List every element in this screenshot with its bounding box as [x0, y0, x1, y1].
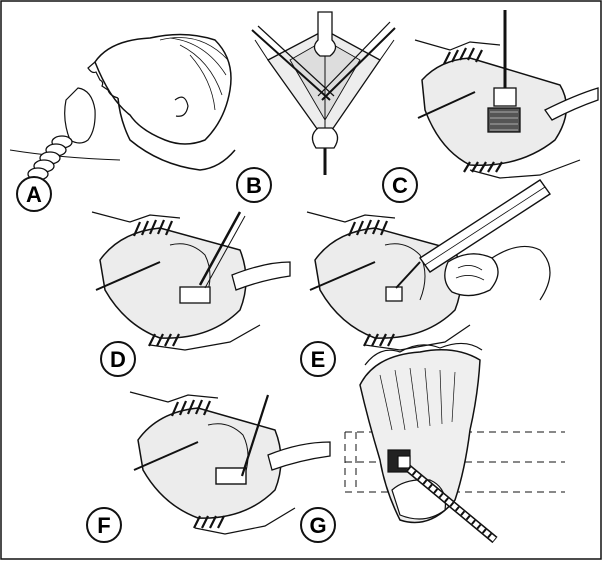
panel-c: C [383, 10, 598, 202]
window-outline-e [386, 287, 402, 301]
panel-label-a-text: A [26, 182, 42, 207]
panel-a: A [10, 34, 235, 211]
panel-b: B [237, 12, 395, 202]
panel-g: G [301, 343, 565, 542]
panel-label-b-text: B [246, 173, 262, 198]
panel-label-d-text: D [110, 347, 126, 372]
panel-e: E [301, 180, 550, 376]
panel-label-g-text: G [309, 513, 326, 538]
panel-label-f-text: F [97, 513, 110, 538]
panel-f: F [87, 392, 330, 542]
panel-label-c-text: C [392, 173, 408, 198]
window-marker [488, 108, 520, 132]
panel-label-e-text: E [311, 347, 326, 372]
implant-f [216, 468, 246, 484]
panel-d: D [92, 212, 290, 376]
window-outline-d [180, 287, 210, 303]
